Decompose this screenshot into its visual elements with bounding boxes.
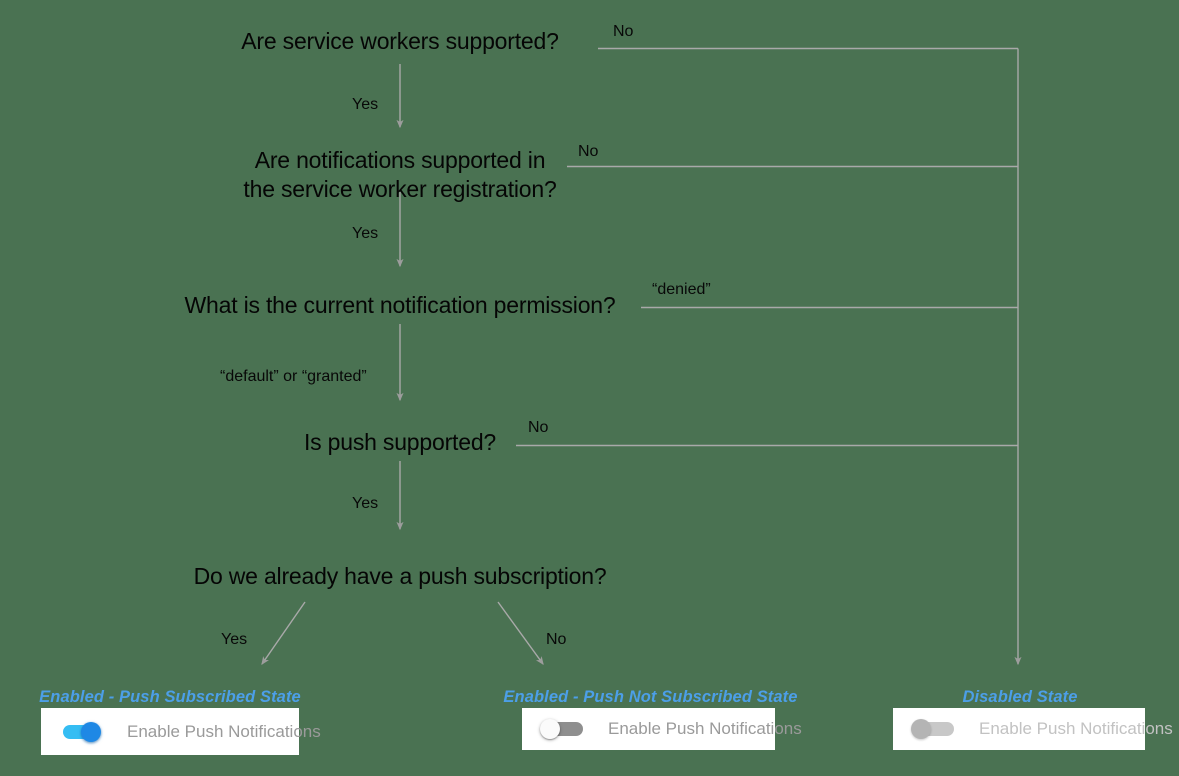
push-toggle-disabled [911, 719, 957, 739]
outcome-card-push-not-subscribed[interactable]: Enable Push Notifications [522, 708, 802, 750]
toggle-knob [540, 719, 560, 739]
question-notifications-in-service-worker: Are notifications supported in the servi… [243, 147, 557, 202]
edge-label-subscription-yes: Yes [221, 631, 248, 648]
push-toggle-label: Enable Push Notifications [608, 719, 802, 738]
question-service-workers: Are service workers supported? [241, 28, 559, 54]
state-label-push-not-subscribed: Enabled - Push Not Subscribed State [503, 688, 798, 706]
question-push-supported: Is push supported? [303, 429, 497, 455]
push-toggle-not-subscribed[interactable] [540, 719, 586, 739]
edge-label-permission-denied: “denied” [652, 281, 711, 298]
edge-label-push-yes: Yes [352, 495, 379, 512]
question-notification-permission: What is the current notification permiss… [184, 292, 616, 318]
wire-subscription-yes [261, 601, 306, 666]
edge-label-push-no: No [528, 419, 549, 436]
edge-label-permission-default-granted: “default” or “granted” [220, 368, 367, 385]
outcome-card-disabled: Enable Push Notifications [893, 708, 1173, 750]
edge-label-service-workers-no: No [613, 23, 634, 40]
outcome-card-push-subscribed[interactable]: Enable Push Notifications [41, 708, 321, 755]
question-existing-subscription: Do we already have a push subscription? [193, 563, 607, 589]
wire-subscription-no [497, 601, 544, 666]
state-label-disabled: Disabled State [962, 688, 1078, 706]
edge-label-notifications-yes: Yes [352, 225, 379, 242]
toggle-knob [911, 719, 931, 739]
edge-label-subscription-no: No [546, 631, 567, 648]
push-toggle-subscribed[interactable] [59, 721, 105, 742]
push-toggle-label: Enable Push Notifications [979, 719, 1173, 738]
toggle-knob [81, 721, 101, 742]
state-label-push-subscribed: Enabled - Push Subscribed State [39, 688, 301, 706]
edge-label-notifications-no: No [578, 143, 599, 160]
push-toggle-label: Enable Push Notifications [127, 721, 321, 741]
edge-label-service-workers-yes: Yes [352, 96, 379, 113]
